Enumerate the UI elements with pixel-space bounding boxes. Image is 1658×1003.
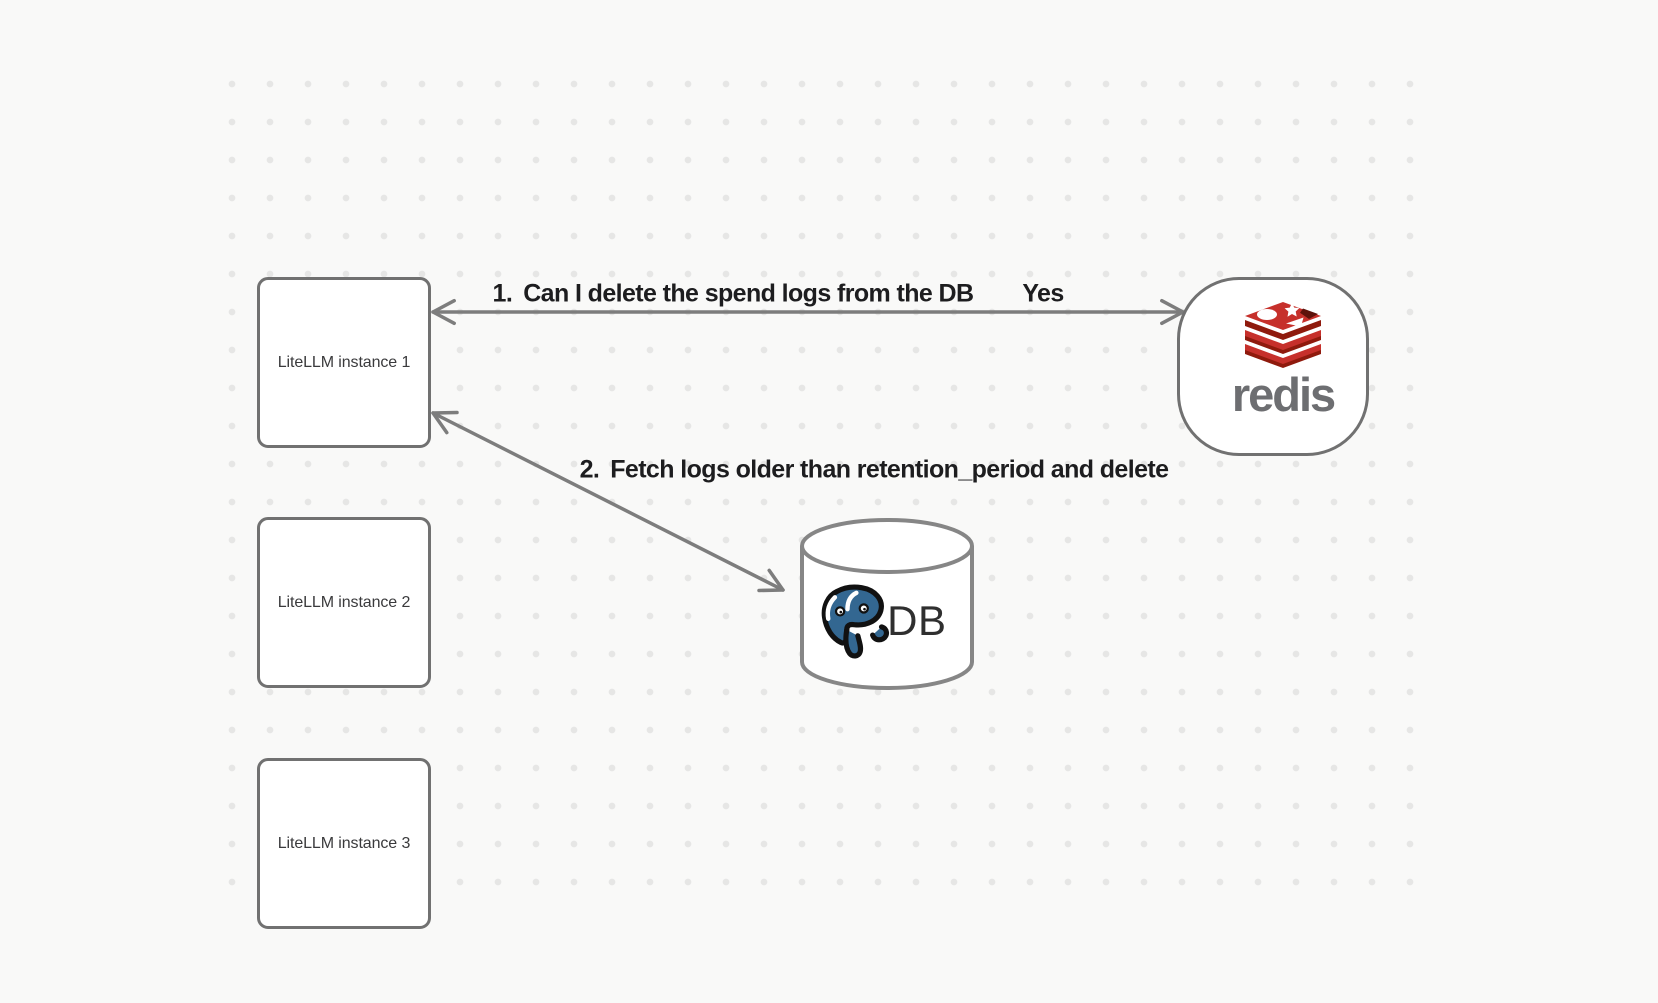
- node-postgres-db: DB: [799, 518, 975, 690]
- node-litellm-instance-1: LiteLLM instance 1: [257, 277, 431, 448]
- edge1-number: 1.: [492, 279, 513, 308]
- node-litellm-instance-1-label: LiteLLM instance 1: [277, 353, 411, 371]
- edge2-label: 2. Fetch logs older than retention_period…: [580, 456, 1169, 485]
- edge2-text: Fetch logs older than retention_period a…: [610, 455, 1169, 484]
- redis-wordmark: redis: [1231, 368, 1336, 421]
- arrow-instance1-db: [431, 410, 785, 593]
- edge1-label: 1. Can I delete the spend logs from the D…: [492, 279, 975, 309]
- redis-stack-icon: [1245, 302, 1321, 368]
- node-litellm-instance-2-label: LiteLLM instance 2: [277, 593, 411, 611]
- edge1-response-label: Yes: [1022, 279, 1064, 308]
- node-redis: redis: [1177, 277, 1369, 456]
- node-litellm-instance-2: LiteLLM instance 2: [257, 517, 431, 688]
- redis-logo-block: redis: [1231, 300, 1336, 421]
- db-content: DB: [817, 582, 946, 660]
- postgresql-elephant-icon: [821, 584, 890, 659]
- db-label: DB: [887, 597, 947, 644]
- node-litellm-instance-3-label: LiteLLM instance 3: [277, 834, 411, 852]
- node-litellm-instance-3: LiteLLM instance 3: [257, 758, 431, 929]
- edge1-text: Can I delete the spend logs from the DB: [523, 279, 974, 308]
- db-cylinder-shape: [800, 518, 974, 690]
- edge2-number: 2.: [579, 455, 600, 484]
